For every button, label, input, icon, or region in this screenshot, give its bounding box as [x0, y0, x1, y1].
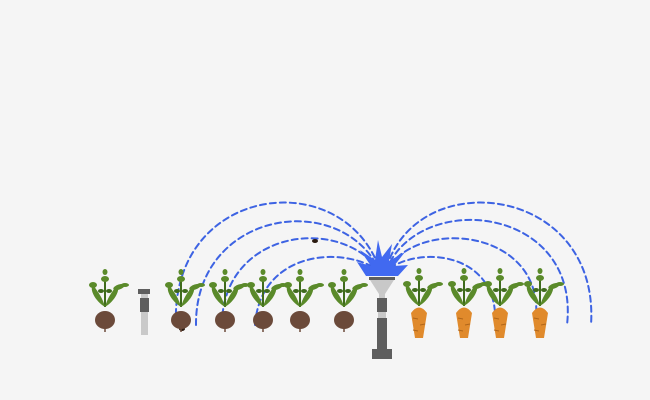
beet-plant-icon	[284, 269, 324, 332]
carrot-plant-icon	[484, 268, 524, 338]
spray-arc-left-1	[174, 201, 376, 326]
beet-plant-icon	[165, 269, 205, 332]
spray-arc-right-1	[389, 201, 593, 326]
beet-plant-icon	[209, 269, 249, 332]
water-drop-icon	[312, 239, 318, 243]
sprinkler-icon	[357, 240, 408, 359]
beet-row	[89, 269, 368, 332]
beet-plant-icon	[89, 269, 129, 332]
beet-plant-icon	[328, 269, 368, 332]
carrot-plant-icon	[524, 268, 564, 338]
spray-arc-left-3	[221, 237, 376, 326]
valve-icon	[138, 289, 150, 335]
spray-arcs-right	[389, 201, 593, 326]
spray-arc-right-4	[389, 255, 497, 326]
spray-arc-right-2	[389, 219, 569, 326]
beet-plant-icon	[247, 269, 287, 332]
carrot-row	[403, 268, 564, 338]
spray-arc-right-3	[389, 237, 538, 326]
spray-arcs-left	[174, 201, 376, 326]
carrot-plant-icon	[403, 268, 443, 338]
